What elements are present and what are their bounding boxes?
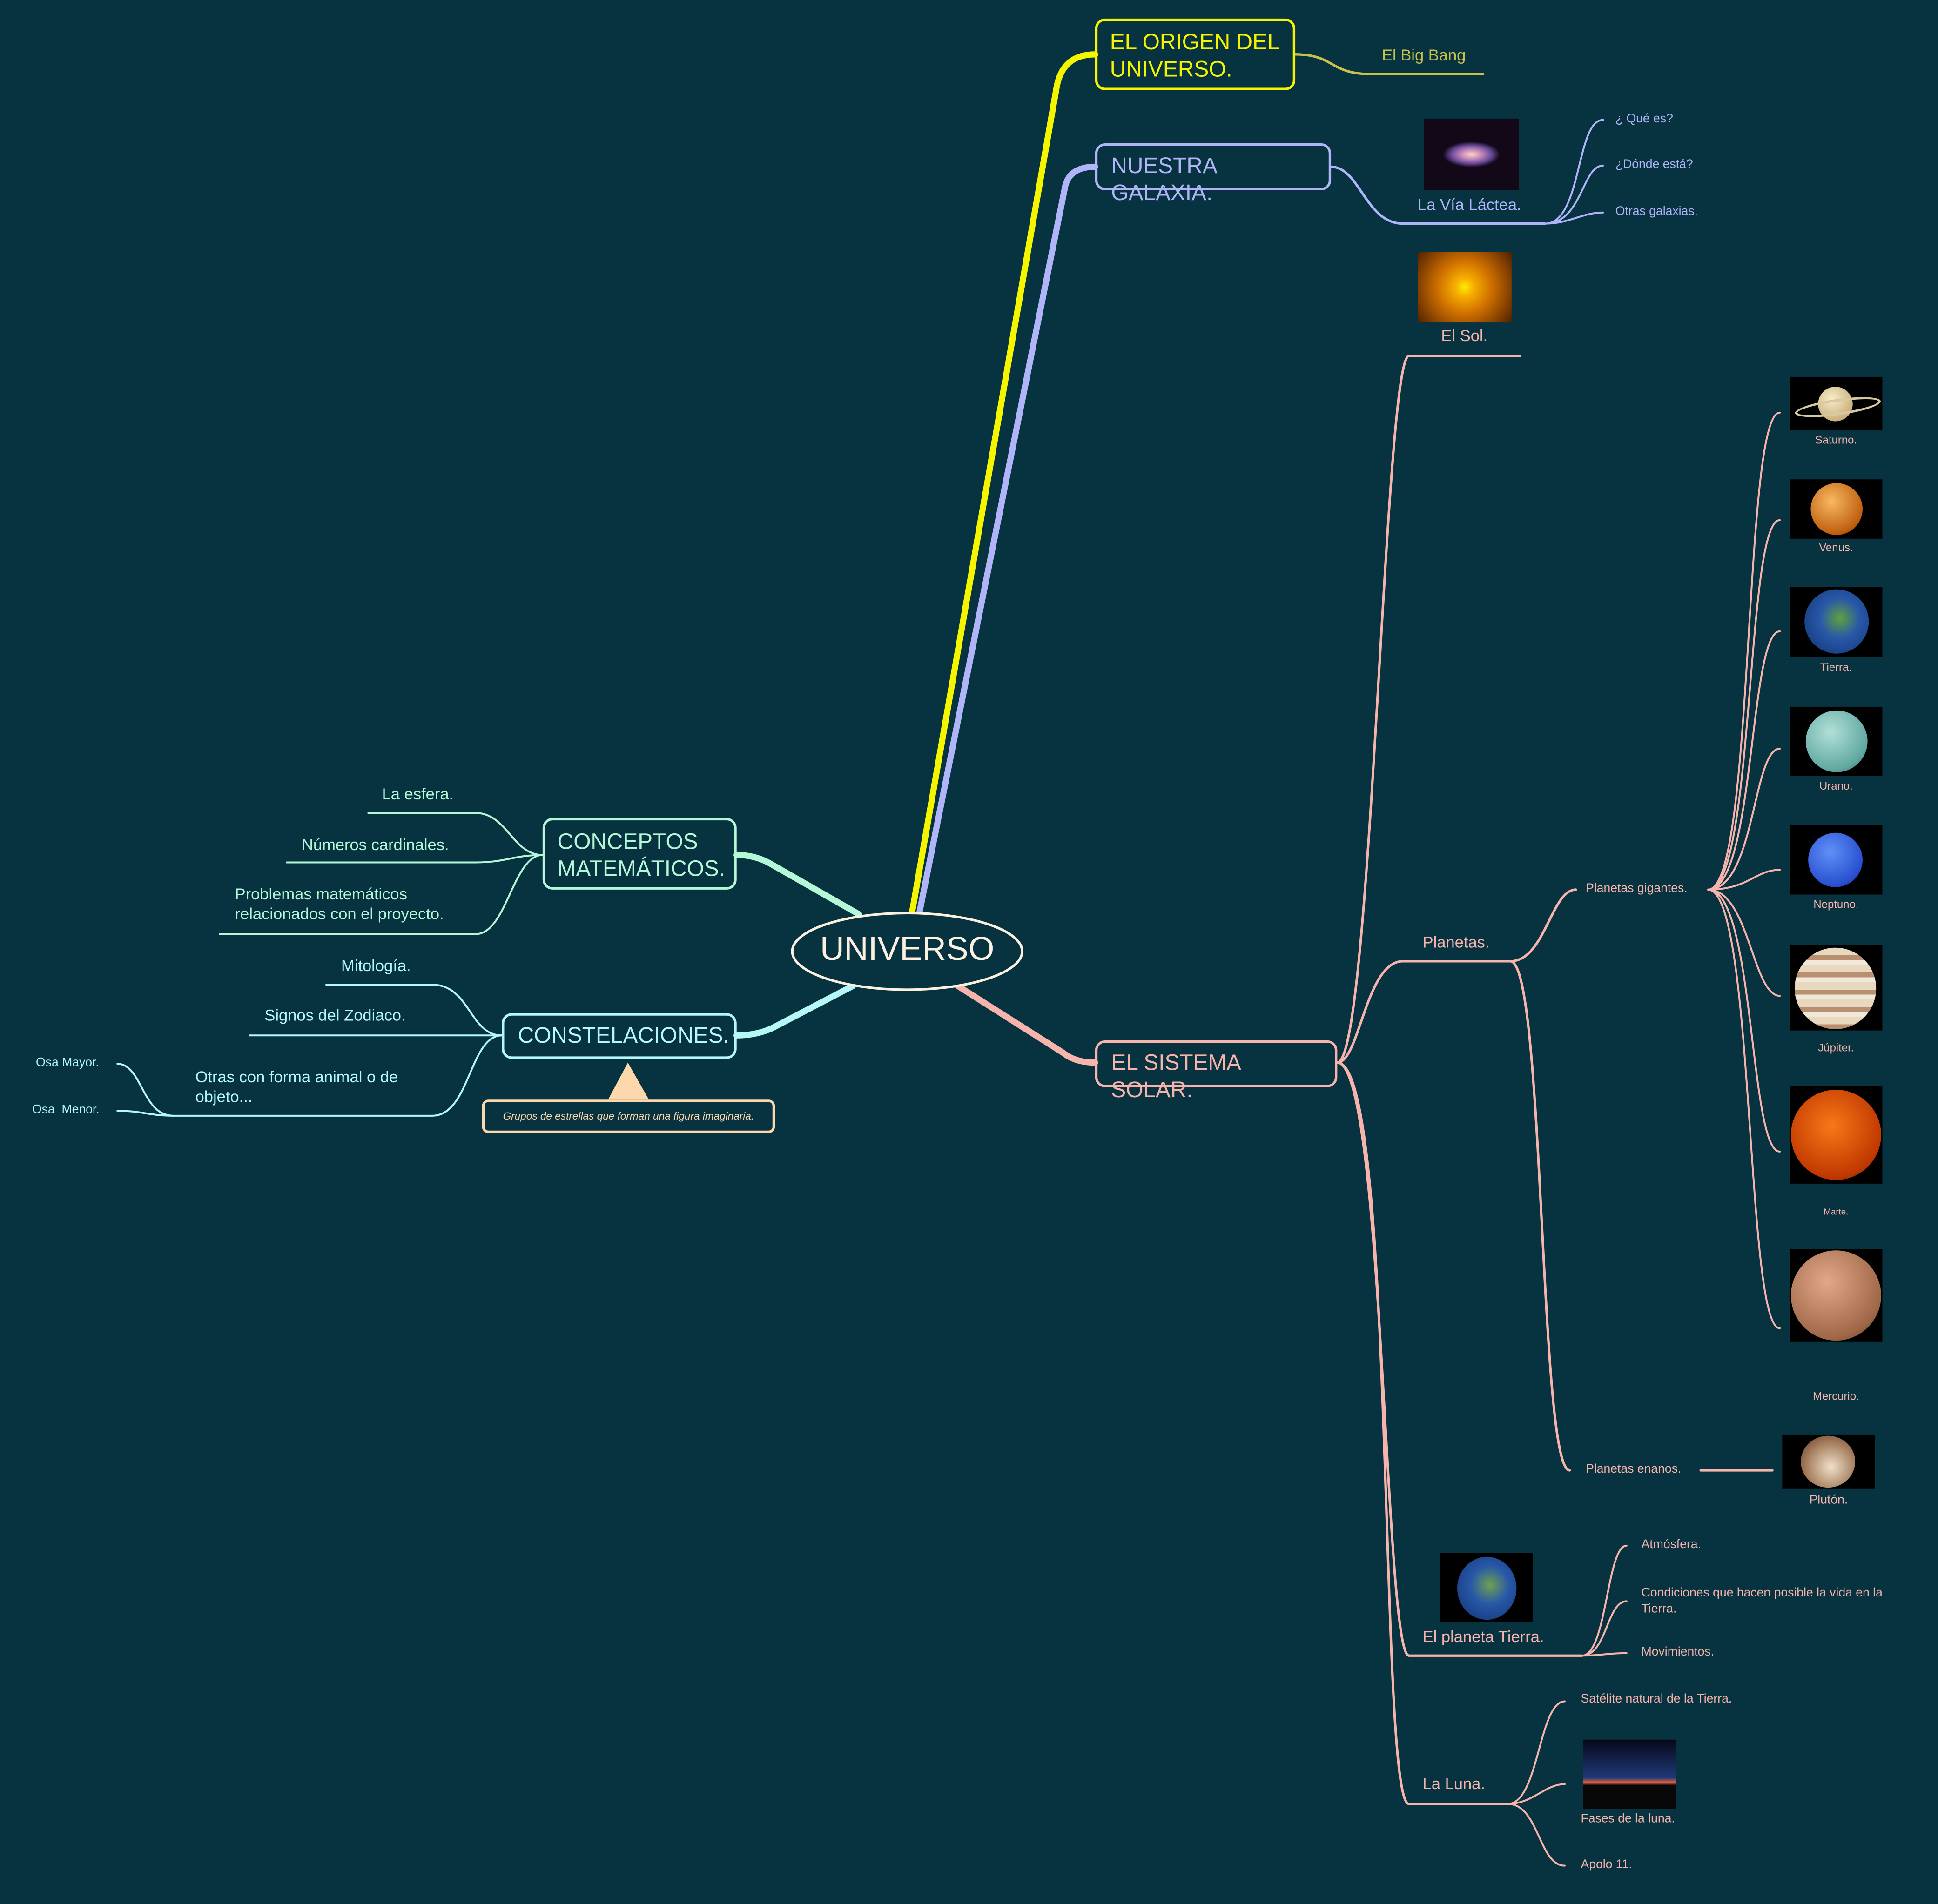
earth-image: [1790, 587, 1883, 657]
math-problems-line2: relacionados con el proyecto.: [235, 904, 444, 923]
sun-image: [1417, 252, 1512, 323]
movements-node[interactable]: Movimientos.: [1641, 1645, 1715, 1660]
branch-math: [733, 851, 862, 918]
galaxy-node[interactable]: NUESTRA GALAXIA.: [1095, 143, 1332, 205]
solar-system-node[interactable]: EL SISTEMA SOLAR.: [1095, 1040, 1338, 1102]
origin-label-line2: UNIVERSO.: [1110, 56, 1232, 81]
sphere-node[interactable]: La esfera.: [382, 784, 454, 804]
origin-label-line1: EL ORIGEN DEL: [1110, 29, 1280, 54]
math-problems-line1: Problemas matemáticos: [235, 885, 407, 904]
big-bang-node[interactable]: El Big Bang: [1381, 46, 1466, 65]
venus-label[interactable]: Venus.: [1819, 541, 1853, 554]
saturn-label[interactable]: Saturno.: [1815, 434, 1857, 446]
moon-node[interactable]: La Luna.: [1422, 1774, 1485, 1793]
other-shapes-node[interactable]: Otras con forma animal o de objeto...: [195, 1067, 398, 1106]
origin-node[interactable]: EL ORIGEN DEL UNIVERSO.: [1095, 18, 1296, 90]
jupiter-label[interactable]: Júpiter.: [1818, 1041, 1854, 1054]
math-problems-node[interactable]: Problemas matemáticos relacionados con e…: [235, 885, 444, 923]
galaxy-others[interactable]: Otras galaxias.: [1615, 205, 1698, 219]
spiral-galaxy-image: [1424, 118, 1519, 190]
neptune-label[interactable]: Neptuno.: [1813, 898, 1859, 911]
dwarf-planets-node[interactable]: Planetas enanos.: [1586, 1462, 1682, 1477]
neptune-image: [1790, 825, 1883, 895]
branch-solar: [955, 983, 1098, 1066]
galaxy-where[interactable]: ¿Dónde está?: [1615, 158, 1693, 172]
mercury-label[interactable]: Mercurio.: [1813, 1390, 1859, 1402]
planets-node[interactable]: Planetas.: [1422, 932, 1490, 952]
mercury-image: [1790, 1249, 1883, 1342]
natural-satellite-node[interactable]: Satélite natural de la Tierra.: [1581, 1692, 1732, 1707]
pluto-label[interactable]: Plutón.: [1809, 1494, 1848, 1508]
ursa-minor-node[interactable]: Osa Menor.: [32, 1103, 100, 1117]
moon-phases-node[interactable]: Fases de la luna.: [1581, 1812, 1675, 1826]
center-node-shape: [791, 912, 1023, 991]
galaxy-what-is[interactable]: ¿ Qué es?: [1615, 112, 1673, 126]
sun-node[interactable]: El Sol.: [1441, 326, 1488, 345]
life-conditions-line2: Tierra.: [1641, 1602, 1677, 1616]
mars-image: [1790, 1086, 1883, 1184]
planet-earth-node[interactable]: El planeta Tierra.: [1422, 1627, 1544, 1646]
cardinal-numbers-node[interactable]: Números cardinales.: [301, 835, 449, 854]
branch-origin: [909, 51, 1098, 915]
other-shapes-line2: objeto...: [195, 1086, 253, 1106]
pluto-image: [1782, 1434, 1875, 1489]
math-concepts-node[interactable]: CONCEPTOS MATEMÁTICOS.: [542, 818, 737, 890]
constellations-node[interactable]: CONSTELACIONES.: [502, 1013, 737, 1059]
life-conditions-line1: Condiciones que hacen posible la vida en…: [1641, 1586, 1883, 1600]
ursa-major-node[interactable]: Osa Mayor.: [36, 1056, 99, 1070]
other-shapes-line1: Otras con forma animal o de: [195, 1067, 398, 1086]
uranus-label[interactable]: Urano.: [1819, 779, 1853, 792]
apollo-11-node[interactable]: Apolo 11.: [1581, 1858, 1632, 1872]
center-node[interactable]: UNIVERSO: [820, 930, 995, 968]
life-conditions-node[interactable]: Condiciones que hacen posible la vida en…: [1642, 1585, 1883, 1617]
mars-label[interactable]: Marte.: [1824, 1208, 1849, 1217]
constellations-note[interactable]: Grupos de estrellas que forman una figur…: [482, 1099, 775, 1133]
uranus-image: [1790, 706, 1883, 776]
atmosphere-node[interactable]: Atmósfera.: [1641, 1538, 1702, 1552]
jupiter-image: [1790, 945, 1883, 1031]
zodiac-node[interactable]: Signos del Zodiaco.: [264, 1006, 406, 1025]
branch-galaxy: [916, 163, 1098, 915]
branch-constellations: [733, 983, 856, 1039]
mythology-node[interactable]: Mitología.: [341, 956, 411, 975]
giant-planets-node[interactable]: Planetas gigantes.: [1586, 882, 1688, 896]
milky-way-node[interactable]: La Vía Láctea.: [1417, 195, 1521, 214]
saturn-image: [1790, 376, 1883, 430]
math-label-line1: CONCEPTOS: [557, 829, 698, 854]
note-pointer: [608, 1062, 649, 1100]
planet-earth-image: [1440, 1553, 1533, 1622]
moon-phases-image: [1583, 1739, 1676, 1809]
venus-image: [1790, 479, 1883, 539]
earth-label[interactable]: Tierra.: [1820, 661, 1852, 674]
math-label-line2: MATEMÁTICOS.: [557, 856, 725, 881]
